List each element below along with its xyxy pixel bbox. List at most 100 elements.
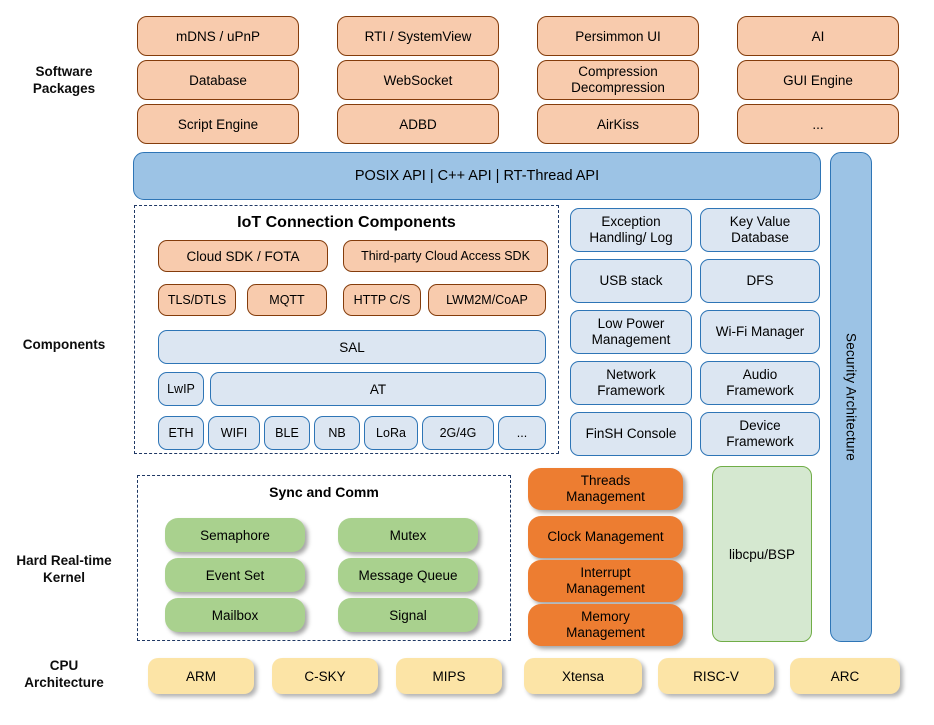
component-box[interactable]: Wi-Fi Manager bbox=[700, 310, 820, 354]
component-label-line2: Framework bbox=[726, 383, 794, 398]
cpu-arch-box[interactable]: RISC-V bbox=[658, 658, 774, 694]
iot-link-label: ETH bbox=[168, 425, 194, 440]
component-label-line2: Management bbox=[591, 332, 671, 347]
kernel-management-box[interactable]: Interrupt Management bbox=[528, 560, 683, 602]
iot-link-box[interactable]: ETH bbox=[158, 416, 204, 450]
package-box[interactable]: RTI / SystemView bbox=[337, 16, 499, 56]
row-label-kernel: Hard Real-time Kernel bbox=[4, 552, 124, 586]
iot-sdk-box[interactable]: Third-party Cloud Access SDK bbox=[343, 240, 548, 272]
iot-sal-box[interactable]: SAL bbox=[158, 330, 546, 364]
iot-protocol-box[interactable]: LWM2M/CoAP bbox=[428, 284, 546, 316]
component-box[interactable]: Low Power Management bbox=[570, 310, 692, 354]
component-label-line1: Device bbox=[739, 418, 781, 433]
iot-link-label: NB bbox=[328, 425, 346, 440]
package-box[interactable]: ... bbox=[737, 104, 899, 144]
row-label-software-packages: Software Packages bbox=[4, 63, 124, 97]
iot-lwip-box[interactable]: LwIP bbox=[158, 372, 204, 406]
kernel-sync-box[interactable]: Signal bbox=[338, 598, 478, 632]
iot-at-box[interactable]: AT bbox=[210, 372, 546, 406]
iot-protocol-box[interactable]: HTTP C/S bbox=[343, 284, 421, 316]
package-box[interactable]: GUI Engine bbox=[737, 60, 899, 100]
iot-lwip-label: LwIP bbox=[167, 381, 195, 396]
libcpu-bsp-label: libcpu/BSP bbox=[728, 546, 796, 562]
component-box[interactable]: Key Value Database bbox=[700, 208, 820, 252]
iot-sal-label: SAL bbox=[339, 339, 365, 355]
package-box[interactable]: mDNS / uPnP bbox=[137, 16, 299, 56]
kernel-sync-box[interactable]: Semaphore bbox=[165, 518, 305, 552]
row-label-kernel-line1: Hard Real-time bbox=[16, 553, 112, 568]
package-label: Persimmon UI bbox=[575, 28, 661, 44]
cpu-arch-box[interactable]: C-SKY bbox=[272, 658, 378, 694]
api-bar[interactable]: POSIX API | C++ API | RT-Thread API bbox=[133, 152, 821, 200]
kernel-management-label-line2: Management bbox=[566, 581, 645, 596]
iot-protocol-box[interactable]: MQTT bbox=[247, 284, 327, 316]
kernel-sync-label: Mutex bbox=[389, 527, 427, 543]
package-box[interactable]: WebSocket bbox=[337, 60, 499, 100]
component-label-line1: Wi-Fi Manager bbox=[715, 324, 805, 339]
component-label-line1: Key Value bbox=[729, 214, 791, 229]
component-box[interactable]: Exception Handling/ Log bbox=[570, 208, 692, 252]
iot-connection-components-group: IoT Connection Components bbox=[134, 205, 559, 454]
iot-link-label: LoRa bbox=[376, 425, 406, 440]
cpu-arch-box[interactable]: Xtensa bbox=[524, 658, 642, 694]
iot-link-box[interactable]: WIFI bbox=[208, 416, 260, 450]
package-box[interactable]: ADBD bbox=[337, 104, 499, 144]
component-box[interactable]: DFS bbox=[700, 259, 820, 303]
kernel-management-label-line1: Threads bbox=[580, 473, 631, 488]
component-label-line2: Database bbox=[731, 230, 789, 245]
iot-link-box[interactable]: 2G/4G bbox=[422, 416, 494, 450]
cpu-arch-label: C-SKY bbox=[304, 668, 346, 684]
iot-protocol-label: HTTP C/S bbox=[353, 292, 411, 307]
security-architecture-bar[interactable]: Security Architecture bbox=[830, 152, 872, 642]
package-label: AI bbox=[811, 28, 825, 44]
component-label-line2: Framework bbox=[726, 434, 794, 449]
sync-and-comm-group: Sync and Comm bbox=[137, 475, 511, 641]
package-label: AirKiss bbox=[596, 116, 639, 132]
iot-link-box[interactable]: LoRa bbox=[364, 416, 418, 450]
component-box[interactable]: USB stack bbox=[570, 259, 692, 303]
iot-link-box[interactable]: ... bbox=[498, 416, 546, 450]
kernel-management-box[interactable]: Memory Management bbox=[528, 604, 683, 646]
kernel-sync-box[interactable]: Mailbox bbox=[165, 598, 305, 632]
iot-link-box[interactable]: BLE bbox=[264, 416, 310, 450]
iot-protocol-box[interactable]: TLS/DTLS bbox=[158, 284, 236, 316]
component-box[interactable]: Audio Framework bbox=[700, 361, 820, 405]
row-label-components-text: Components bbox=[22, 337, 106, 352]
iot-sdk-box[interactable]: Cloud SDK / FOTA bbox=[158, 240, 328, 272]
package-box[interactable]: Database bbox=[137, 60, 299, 100]
package-label: mDNS / uPnP bbox=[175, 28, 261, 44]
cpu-arch-box[interactable]: MIPS bbox=[396, 658, 502, 694]
kernel-management-box[interactable]: Threads Management bbox=[528, 468, 683, 510]
iot-sdk-label: Third-party Cloud Access SDK bbox=[361, 248, 530, 263]
kernel-sync-box[interactable]: Mutex bbox=[338, 518, 478, 552]
package-label: Database bbox=[189, 72, 247, 88]
component-box[interactable]: Device Framework bbox=[700, 412, 820, 456]
kernel-management-label-line1: Interrupt bbox=[580, 565, 631, 580]
kernel-management-box[interactable]: Clock Management bbox=[528, 516, 683, 558]
component-label-line1: USB stack bbox=[599, 273, 663, 288]
component-box[interactable]: FinSH Console bbox=[570, 412, 692, 456]
kernel-sync-box[interactable]: Event Set bbox=[165, 558, 305, 592]
row-label-kernel-line2: Kernel bbox=[42, 570, 86, 585]
cpu-arch-box[interactable]: ARM bbox=[148, 658, 254, 694]
cpu-arch-label: ARM bbox=[186, 668, 216, 684]
component-label-line1: DFS bbox=[746, 273, 774, 288]
kernel-sync-label: Mailbox bbox=[211, 607, 259, 623]
package-box[interactable]: AirKiss bbox=[537, 104, 699, 144]
package-label: GUI Engine bbox=[783, 72, 853, 88]
package-box[interactable]: AI bbox=[737, 16, 899, 56]
kernel-sync-label: Signal bbox=[389, 607, 427, 623]
libcpu-bsp-box[interactable]: libcpu/BSP bbox=[712, 466, 812, 642]
component-label-line1: Audio bbox=[742, 367, 778, 382]
cpu-arch-label: MIPS bbox=[432, 668, 466, 684]
kernel-sync-label: Message Queue bbox=[358, 567, 458, 583]
package-box[interactable]: Compression Decompression bbox=[537, 60, 699, 100]
package-label-line1: Compression bbox=[578, 64, 658, 79]
package-box[interactable]: Persimmon UI bbox=[537, 16, 699, 56]
component-box[interactable]: Network Framework bbox=[570, 361, 692, 405]
package-box[interactable]: Script Engine bbox=[137, 104, 299, 144]
cpu-arch-box[interactable]: ARC bbox=[790, 658, 900, 694]
iot-link-box[interactable]: NB bbox=[314, 416, 360, 450]
kernel-sync-box[interactable]: Message Queue bbox=[338, 558, 478, 592]
